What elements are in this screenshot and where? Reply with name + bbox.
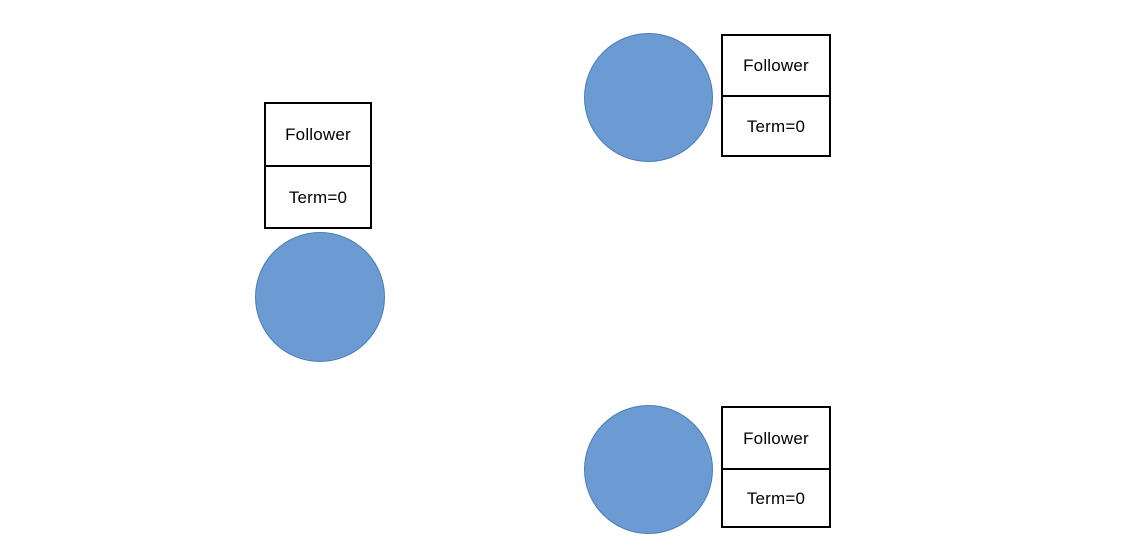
node-left-circle[interactable] <box>255 232 385 362</box>
node-bottom-right-role-label: Follower <box>723 408 829 470</box>
node-left-term-label: Term=0 <box>288 187 348 207</box>
node-bottom-right-term-label: Term=0 <box>746 488 806 508</box>
node-left-role-label: Follower <box>266 104 370 167</box>
node-top-right-circle[interactable] <box>584 33 713 162</box>
node-top-right-role-label: Follower <box>723 36 829 97</box>
node-top-right-label-box: Follower Term=0 <box>721 34 831 157</box>
node-bottom-right-label-box: Follower Term=0 <box>721 406 831 528</box>
node-bottom-right-circle[interactable] <box>584 405 713 534</box>
node-top-right-term-label: Term=0 <box>746 116 806 136</box>
node-left-label-box: Follower Term=0 <box>264 102 372 229</box>
